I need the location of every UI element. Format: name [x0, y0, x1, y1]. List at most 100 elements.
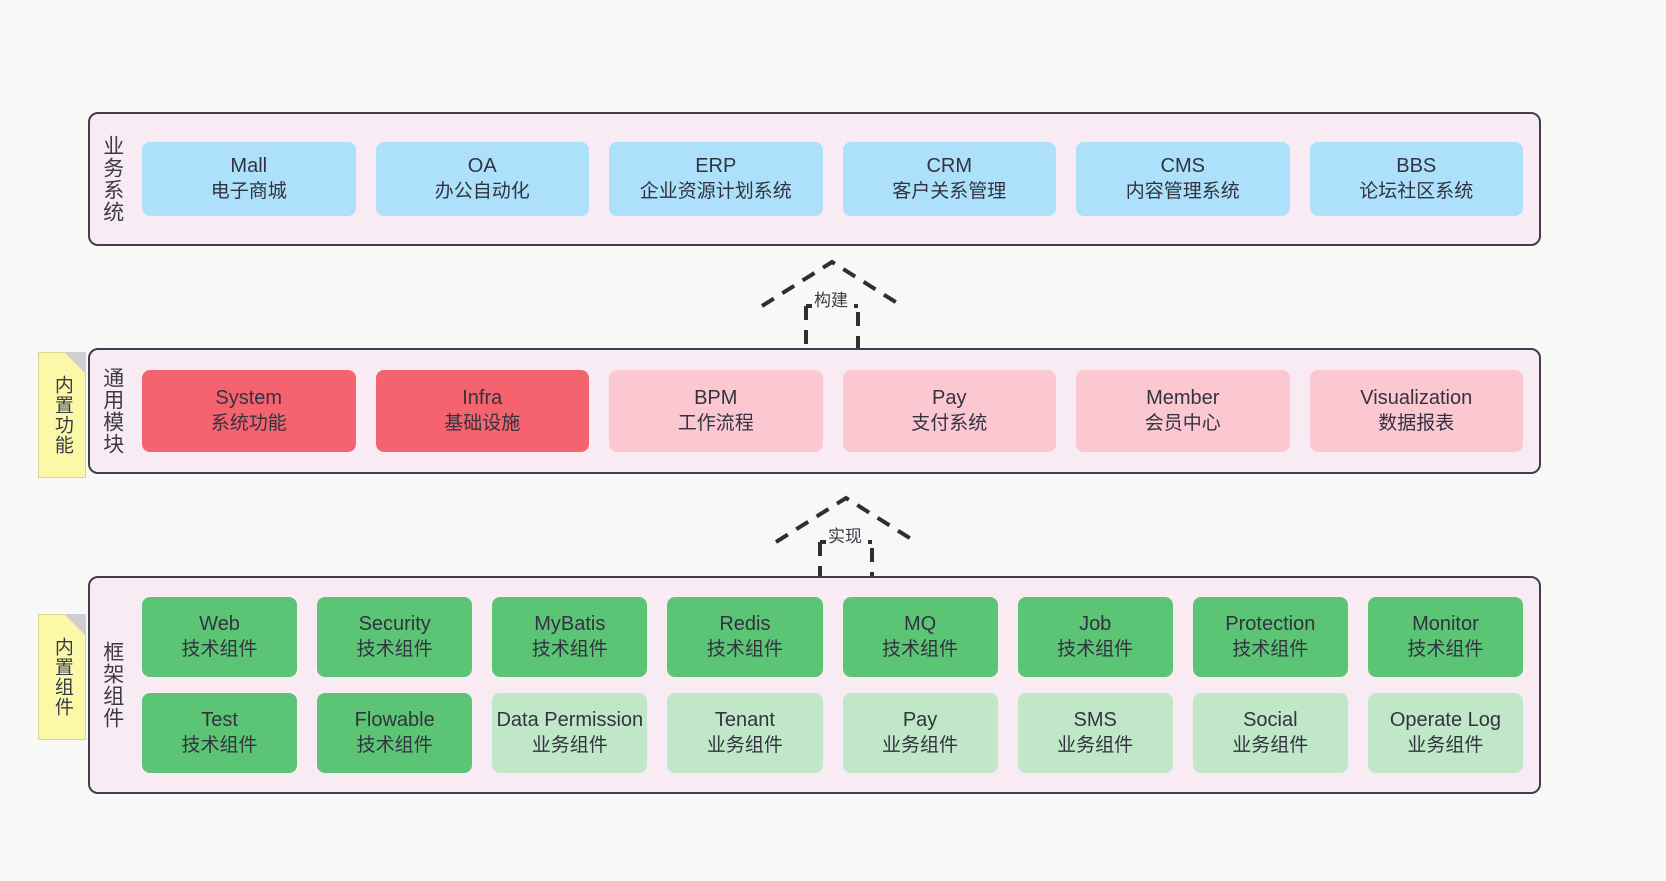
card-title: Web	[199, 613, 240, 636]
card-title: Flowable	[354, 709, 435, 732]
card-bbs[interactable]: BBS 论坛社区系统	[1309, 142, 1523, 216]
card-system[interactable]: System 系统功能	[142, 370, 356, 452]
card-subtitle: 业务组件	[1232, 734, 1309, 756]
sticky-note-label: 内置功能	[51, 375, 73, 455]
layer-body-business: Mall 电子商城 OA 办公自动化 ERP 企业资源计划系统 CRM 客户关系…	[134, 114, 1539, 244]
card-title: Security	[358, 613, 431, 636]
sticky-note-builtin-components: 内置组件	[38, 614, 86, 740]
card-subtitle: 技术组件	[1407, 638, 1484, 660]
card-title: Operate Log	[1389, 709, 1502, 732]
connector-build: 构建	[756, 258, 908, 352]
card-subtitle: 客户关系管理	[892, 180, 1007, 202]
card-title: BBS	[1396, 155, 1437, 178]
card-infra[interactable]: Infra 基础设施	[375, 370, 589, 452]
card-monitor[interactable]: Monitor 技术组件	[1367, 597, 1523, 677]
card-sms[interactable]: SMS 业务组件	[1017, 693, 1173, 773]
layer-body-framework: Web 技术组件 Security 技术组件 MyBatis 技术组件 Redi…	[134, 578, 1539, 792]
card-subtitle: 业务组件	[531, 734, 608, 756]
card-title: Job	[1079, 613, 1112, 636]
card-subtitle: 技术组件	[356, 734, 433, 756]
card-title: ERP	[695, 155, 737, 178]
card-subtitle: 内容管理系统	[1125, 180, 1240, 202]
card-subtitle: 技术组件	[531, 638, 608, 660]
connector-stem-dashed	[804, 306, 860, 352]
card-title: Pay	[902, 709, 938, 732]
card-title: Redis	[719, 613, 771, 636]
card-data-permission[interactable]: Data Permission 业务组件	[492, 693, 648, 773]
card-title: System	[215, 387, 283, 410]
card-subtitle: 技术组件	[356, 638, 433, 660]
card-title: MQ	[903, 613, 937, 636]
layer-business-systems: 业务系统 Mall 电子商城 OA 办公自动化 ERP 企业资源计划系统 CRM…	[88, 112, 1541, 246]
card-title: CRM	[926, 155, 973, 178]
card-social[interactable]: Social 业务组件	[1192, 693, 1348, 773]
card-mybatis[interactable]: MyBatis 技术组件	[492, 597, 648, 677]
card-title: Social	[1243, 709, 1298, 732]
card-subtitle: 办公自动化	[434, 180, 530, 202]
card-subtitle: 电子商城	[210, 180, 287, 202]
card-subtitle: 会员中心	[1144, 412, 1221, 434]
card-title: Mall	[230, 155, 268, 178]
card-tenant[interactable]: Tenant 业务组件	[667, 693, 823, 773]
card-title: SMS	[1073, 709, 1117, 732]
card-title: CMS	[1160, 155, 1205, 178]
layer-framework-components: 框架组件 Web 技术组件 Security 技术组件 MyBatis 技术组件…	[88, 576, 1541, 794]
card-web[interactable]: Web 技术组件	[142, 597, 298, 677]
card-flowable[interactable]: Flowable 技术组件	[317, 693, 473, 773]
card-visualization[interactable]: Visualization 数据报表	[1309, 370, 1523, 452]
card-erp[interactable]: ERP 企业资源计划系统	[609, 142, 823, 216]
card-subtitle: 企业资源计划系统	[639, 180, 792, 202]
connector-label-build: 构建	[812, 286, 850, 311]
card-security[interactable]: Security 技术组件	[317, 597, 473, 677]
card-protection[interactable]: Protection 技术组件	[1192, 597, 1348, 677]
card-title: BPM	[694, 387, 738, 410]
card-subtitle: 技术组件	[882, 638, 959, 660]
card-bpm[interactable]: BPM 工作流程	[609, 370, 823, 452]
arrowhead-open-dashed	[760, 259, 904, 308]
card-row-business: Test 技术组件 Flowable 技术组件 Data Permission …	[142, 693, 1523, 773]
card-pay-business[interactable]: Pay 业务组件	[842, 693, 998, 773]
card-operate-log[interactable]: Operate Log 业务组件	[1367, 693, 1523, 773]
card-subtitle: 业务组件	[706, 734, 783, 756]
card-subtitle: 支付系统	[911, 412, 988, 434]
card-subtitle: 业务组件	[1057, 734, 1134, 756]
card-title: Test	[201, 709, 238, 732]
card-title: Tenant	[714, 709, 775, 732]
card-row: System 系统功能 Infra 基础设施 BPM 工作流程 Pay 支付系统…	[142, 370, 1523, 452]
card-title: Visualization	[1360, 387, 1473, 410]
card-crm[interactable]: CRM 客户关系管理	[842, 142, 1056, 216]
layer-body-common: System 系统功能 Infra 基础设施 BPM 工作流程 Pay 支付系统…	[134, 350, 1539, 472]
card-subtitle: 技术组件	[1232, 638, 1309, 660]
card-title: Monitor	[1412, 613, 1479, 636]
card-subtitle: 技术组件	[1057, 638, 1134, 660]
card-oa[interactable]: OA 办公自动化	[375, 142, 589, 216]
card-job[interactable]: Job 技术组件	[1017, 597, 1173, 677]
card-title: Member	[1146, 387, 1220, 410]
card-redis[interactable]: Redis 技术组件	[667, 597, 823, 677]
card-subtitle: 论坛社区系统	[1359, 180, 1474, 202]
card-subtitle: 业务组件	[882, 734, 959, 756]
card-member[interactable]: Member 会员中心	[1076, 370, 1290, 452]
card-row: Mall 电子商城 OA 办公自动化 ERP 企业资源计划系统 CRM 客户关系…	[142, 142, 1523, 216]
card-subtitle: 技术组件	[181, 638, 258, 660]
card-subtitle: 系统功能	[210, 412, 287, 434]
page-fold-icon	[64, 352, 86, 374]
card-mall[interactable]: Mall 电子商城	[142, 142, 356, 216]
card-subtitle: 数据报表	[1378, 412, 1455, 434]
card-subtitle: 技术组件	[706, 638, 783, 660]
connector-implement: 实现	[770, 494, 922, 588]
card-test[interactable]: Test 技术组件	[142, 693, 298, 773]
card-subtitle: 业务组件	[1407, 734, 1484, 756]
card-mq[interactable]: MQ 技术组件	[842, 597, 998, 677]
layer-title-business: 业务系统	[100, 135, 124, 223]
connector-label-implement: 实现	[826, 522, 864, 547]
card-pay[interactable]: Pay 支付系统	[842, 370, 1056, 452]
sticky-note-builtin-features: 内置功能	[38, 352, 86, 478]
card-title: MyBatis	[534, 613, 606, 636]
card-title: Infra	[462, 387, 503, 410]
layer-common-modules: 通用模块 System 系统功能 Infra 基础设施 BPM 工作流程 Pay…	[88, 348, 1541, 474]
layer-title-common: 通用模块	[100, 367, 124, 455]
card-subtitle: 工作流程	[677, 412, 754, 434]
card-cms[interactable]: CMS 内容管理系统	[1076, 142, 1290, 216]
page-fold-icon	[64, 614, 86, 636]
